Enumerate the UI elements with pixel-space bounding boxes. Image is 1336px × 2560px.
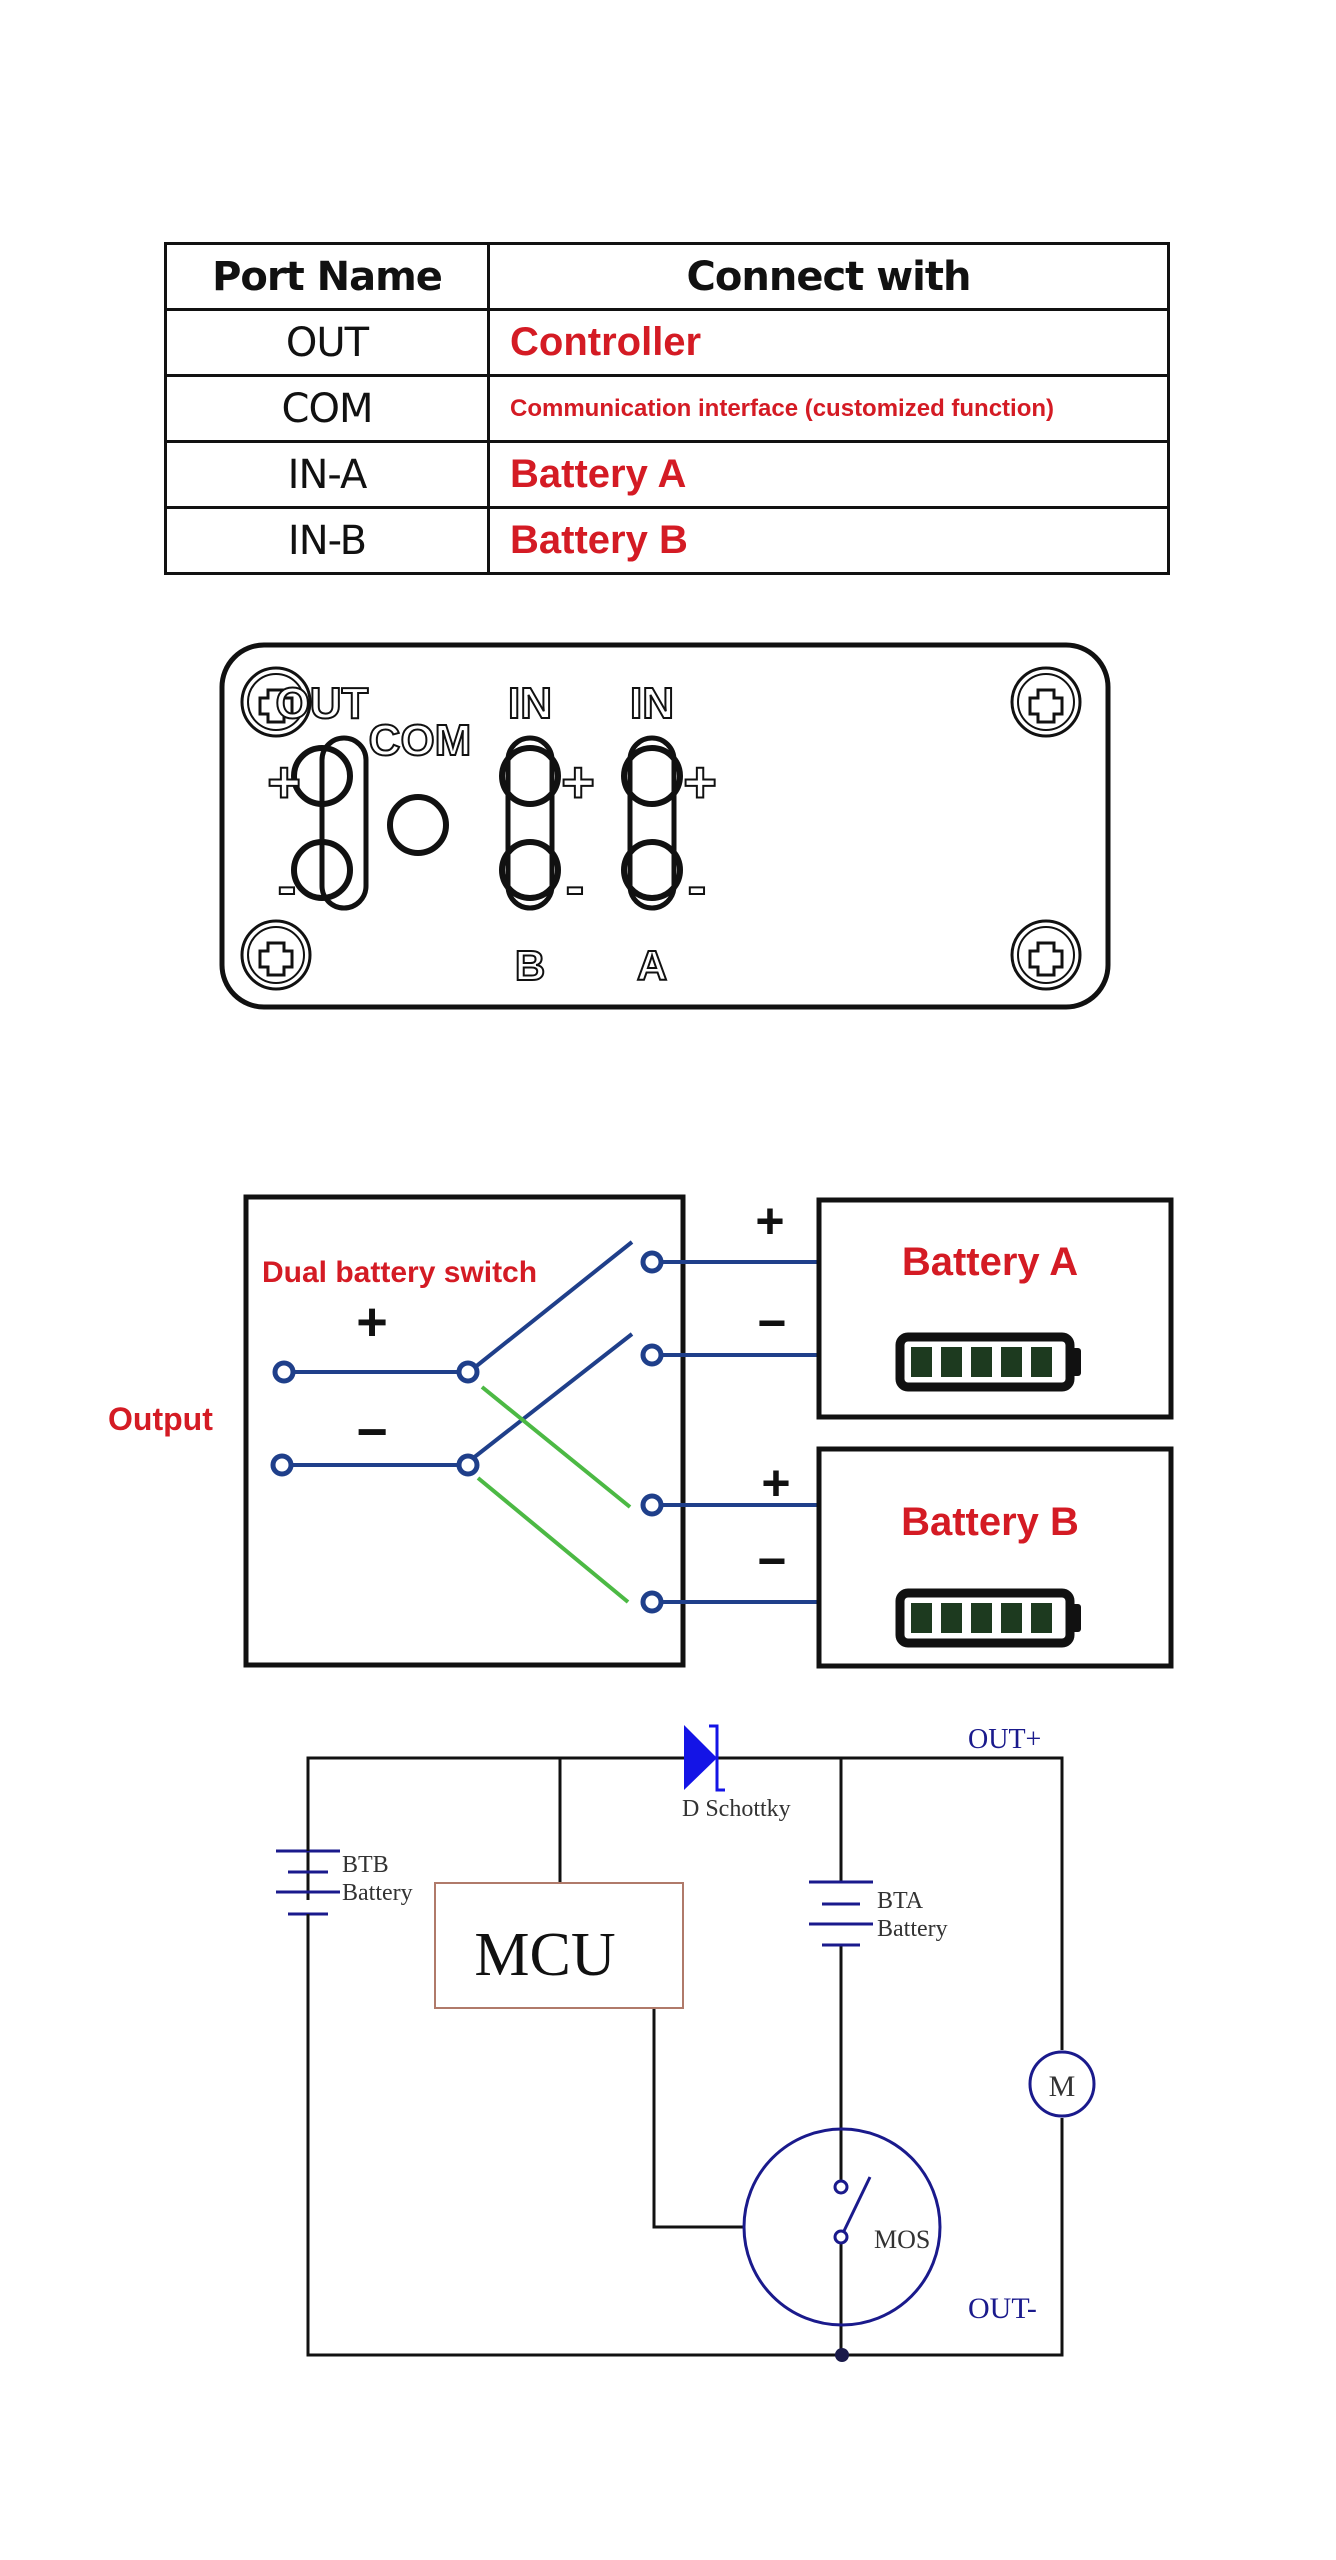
battery-cell [971,1347,992,1377]
battery-cell [911,1603,932,1633]
screw-icon [240,919,312,991]
switch-arm-minus [470,1332,634,1461]
battery-b-label: Battery B [901,1500,1079,1544]
battery-a-icon [895,1332,1081,1392]
battery-a-box [816,1197,1174,1420]
switch-title: Dual battery switch [262,1256,537,1289]
screw-icon [1010,919,1082,991]
output-plus-label: + [356,1292,388,1352]
mcu-label: MCU [474,1921,615,1989]
table-row: COM Communication interface (customized … [164,374,1170,443]
battery-b-plus-sign: + [761,1455,790,1511]
bta-label-1: BTA [877,1888,924,1914]
in-b-terminal [499,735,561,911]
circuit-schematic: BTB Battery MCU D Schottky OUT+ BTA Batt… [276,1724,1096,2362]
in-a-minus-label: - [688,854,707,917]
table-header-row: Port Name Connect with [164,242,1170,311]
port-name-cell: OUT [164,308,490,377]
battery-cell [1031,1347,1052,1377]
battery-cell [1001,1347,1022,1377]
wire-bottom [306,1962,1064,2357]
in-b-plus-label: + [561,750,595,815]
battery-a-minus-sign: − [757,1295,786,1351]
out-label: OUT [276,679,369,728]
switch-arm-plus [472,1240,634,1370]
wire-top-right [718,1756,1064,2050]
terminal-node [640,1343,664,1367]
table-row: IN-B Battery B [164,506,1170,575]
bta-battery-symbol [809,1880,873,1947]
b-label: B [515,942,545,989]
wire-mcu-gate [652,2008,745,2229]
out-minus-label: OUT- [968,2292,1037,2325]
in-a-plus-label: + [683,750,717,815]
table-row: IN-A Battery A [164,440,1170,509]
com-port [387,794,449,856]
panel-outline [219,642,1111,1010]
device-panel: OUT + - COM IN + - B IN + - A [219,642,1111,1010]
in-b-minus-label: - [566,854,585,917]
out-plus-label: + [267,750,301,815]
terminal-node [640,1590,664,1614]
header-port-name: Port Name [164,242,490,311]
terminal-node [272,1360,296,1384]
port-name-cell: COM [164,374,490,443]
schottky-diode-icon [684,1724,725,1792]
output-label: Output [108,1401,213,1437]
connect-cell: Controller [487,308,1170,377]
header-connect-with: Connect with [487,242,1170,311]
motor-icon [1028,2050,1096,2118]
battery-b-box [816,1446,1174,1669]
com-label: COM [369,716,472,765]
switch-diagram: Dual battery switch Output + − + − + − B… [108,1193,1174,1669]
in-b-label: IN [508,679,552,728]
switch-box [243,1194,686,1668]
screw-icon [240,666,312,738]
terminal-node [270,1453,294,1477]
battery-b-icon [895,1588,1081,1648]
terminal-node [640,1493,664,1517]
screw-icon [1010,666,1082,738]
battery-cell [1031,1603,1052,1633]
motor-label: M [1049,2070,1076,2103]
bta-label-2: Battery [877,1916,948,1942]
terminal-node [640,1250,664,1274]
out-terminal [291,735,369,911]
port-table: Port Name Connect with OUT Controller CO… [164,242,1170,575]
port-name-cell: IN-A [164,440,490,509]
in-a-terminal [621,735,683,911]
in-a-label: IN [630,679,674,728]
out-plus-label: OUT+ [968,1724,1041,1755]
mcu-box [434,1882,684,2009]
diode-label: D Schottky [682,1796,791,1822]
ground-junction [835,2348,849,2362]
battery-a-label: Battery A [902,1240,1078,1284]
battery-cell [941,1347,962,1377]
mos-label: MOS [874,2225,930,2254]
terminal-node [456,1360,480,1384]
battery-cell [911,1347,932,1377]
a-label: A [637,942,667,989]
battery-cell [941,1603,962,1633]
battery-cell [971,1603,992,1633]
connect-cell: Battery B [487,506,1170,575]
mos-switch-icon [833,2176,872,2245]
btb-label-2: Battery [342,1880,413,1906]
battery-b-minus-sign: − [757,1533,786,1589]
table-row: OUT Controller [164,308,1170,377]
btb-label-1: BTB [342,1852,389,1878]
output-minus-label: − [356,1402,388,1462]
battery-cell [1001,1603,1022,1633]
battery-a-plus-sign: + [755,1193,784,1249]
switch-green-minus [476,1476,630,1604]
switch-green-plus [480,1385,632,1509]
wire-top-left [306,1756,688,1900]
mos-switch-circle [742,2127,942,2327]
out-minus-label: - [278,854,297,917]
connect-cell: Communication interface (customized func… [487,374,1170,443]
terminal-node [456,1453,480,1477]
port-name-cell: IN-B [164,506,490,575]
connect-cell: Battery A [487,440,1170,509]
